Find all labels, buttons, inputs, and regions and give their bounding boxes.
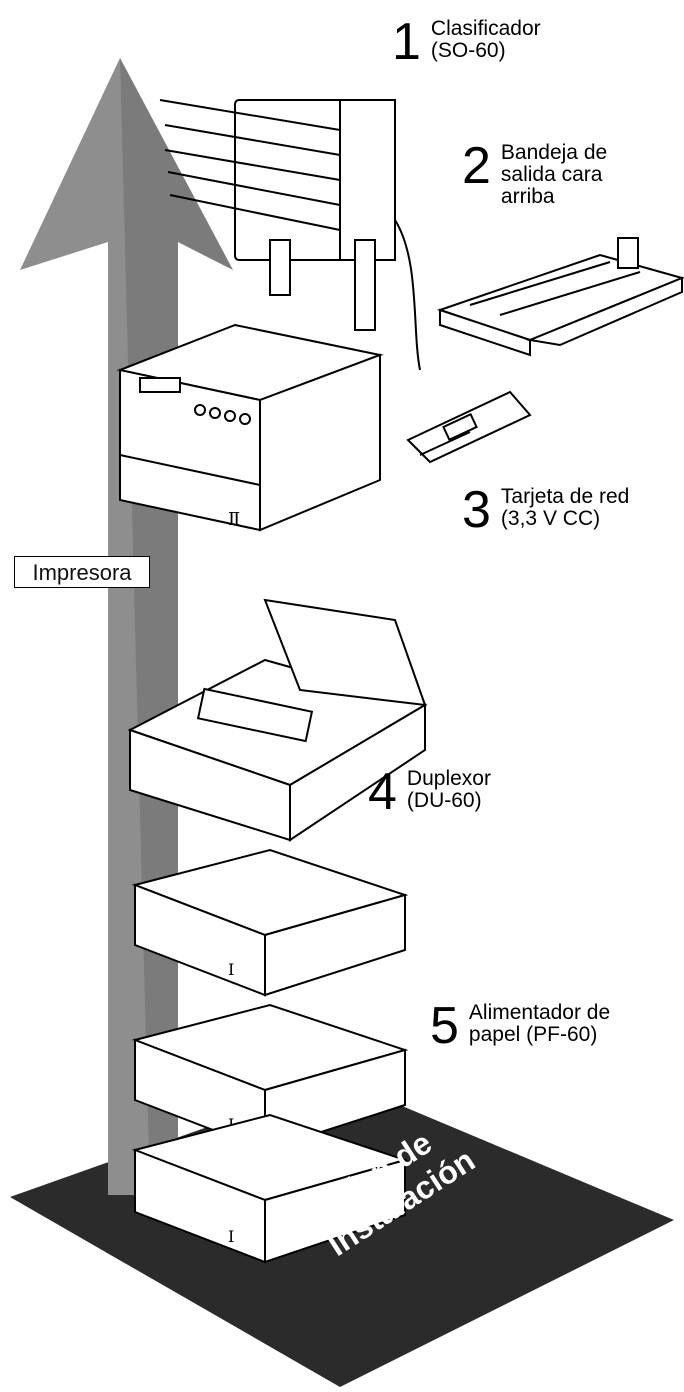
paper-feeder-illustration-1: I [131,848,409,997]
printer-illustration: Ⅱ [116,323,384,532]
callout-face-up-tray: 2 Bandeja de salida cara arriba [462,137,608,208]
callout-number: 3 [462,481,491,539]
paper-feeder-illustration-3: I [131,1113,409,1264]
paper-feeder-illustration-2: I [131,1003,409,1152]
callout-paper-feeder: 5 Alimentador de papel (PF-60) [430,997,611,1055]
face-up-tray-illustration [436,237,684,357]
callout-duplexer: 4 Duplexor (DU-60) [368,763,491,821]
callout-sorter: 1 Clasificador (SO-60) [392,13,541,71]
network-card-illustration [406,390,532,464]
sorter-illustration [159,99,421,371]
callout-number: 5 [430,997,459,1055]
svg-text:I: I [228,1227,234,1246]
callout-number: 1 [392,13,421,71]
callout-label: Alimentador de papel (PF-60) [468,1001,611,1046]
callout-network-card: 3 Tarjeta de red (3,3 V CC) [462,481,630,539]
callout-number: 4 [368,763,397,821]
svg-text:I: I [228,960,234,979]
callout-number: 2 [462,137,491,195]
callout-label: Clasificador (SO-60) [430,17,541,62]
svg-text:Ⅱ: Ⅱ [228,509,240,530]
duplexer-illustration [127,598,428,842]
callout-label: Bandeja de salida cara arriba [500,141,608,208]
callout-label: Tarjeta de red (3,3 V CC) [500,485,630,530]
callout-label: Duplexor (DU-60) [406,767,491,812]
installation-arrow [20,58,233,1195]
printer-label: Impresora [14,556,150,588]
